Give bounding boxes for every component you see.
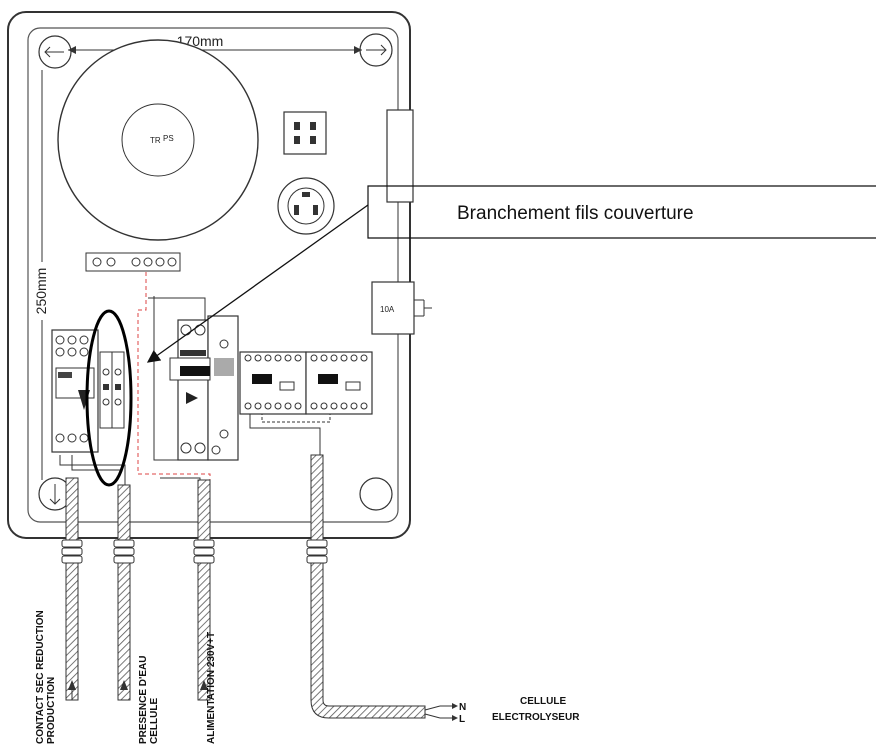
internal-wire-a — [148, 297, 206, 320]
top-terminal-strip — [85, 252, 181, 272]
cable-3-label: ALIMENTATION 230V+T — [206, 632, 217, 744]
corner-screw-tl — [38, 35, 72, 69]
cable-2 — [113, 484, 135, 701]
internal-wire-d — [71, 455, 120, 471]
height-label: 250mm — [33, 268, 49, 315]
internal-wire-f — [249, 412, 321, 455]
toroidal-transformer: TR PS — [57, 39, 259, 241]
output-terminals: N L CELLULE ELECTROLYSEUR — [440, 696, 580, 725]
internal-wire-c — [59, 455, 126, 485]
corner-screw-br — [359, 477, 393, 511]
corner-screw-tr — [359, 33, 393, 67]
auxiliary-module — [207, 315, 239, 461]
cable-2-arrow — [120, 680, 128, 690]
contactor-2 — [305, 351, 373, 415]
enclosure-inner — [27, 27, 399, 523]
breaker-10a: 10A — [371, 281, 432, 335]
callout-box — [367, 185, 876, 239]
internal-wire-g — [261, 412, 331, 423]
relay-socket — [283, 111, 327, 155]
transformer-label: TR — [150, 136, 161, 145]
cable-1-arrow — [68, 680, 76, 690]
breaker-label: 10A — [380, 305, 395, 314]
output-label-line1: CELLULE — [520, 696, 566, 707]
timer-module — [177, 319, 209, 461]
output-l: L — [459, 714, 465, 725]
height-dimension: 250mm — [32, 70, 50, 480]
svg-text:PS: PS — [163, 134, 174, 143]
output-n: N — [459, 702, 466, 713]
cable-2-label-line2: CELLULE — [149, 698, 160, 744]
output-label-line2: ELECTROLYSEUR — [492, 712, 580, 723]
cable-2-label-line1: PRESENCE D'EAU — [138, 655, 149, 744]
cable-3 — [193, 479, 215, 701]
callout-ellipse — [85, 309, 133, 487]
side-plate — [386, 109, 414, 203]
contactor-1 — [239, 351, 307, 415]
terminal-blocks — [99, 351, 125, 429]
round-connector — [277, 177, 335, 235]
cable-1-label-line2: PRODUCTION — [46, 677, 57, 744]
callout-leader — [146, 204, 369, 363]
internal-wire-e — [160, 477, 201, 485]
cable-1-label-line1: CONTACT SEC REDUCTION — [35, 610, 46, 744]
red-dashed-wire — [137, 272, 211, 485]
callout-text: Branchement fils couverture — [457, 203, 694, 224]
callout: Branchement fils couverture — [146, 185, 876, 363]
cable-3-arrow — [200, 680, 208, 690]
cable-4 — [306, 454, 441, 719]
cable-1 — [61, 477, 83, 701]
